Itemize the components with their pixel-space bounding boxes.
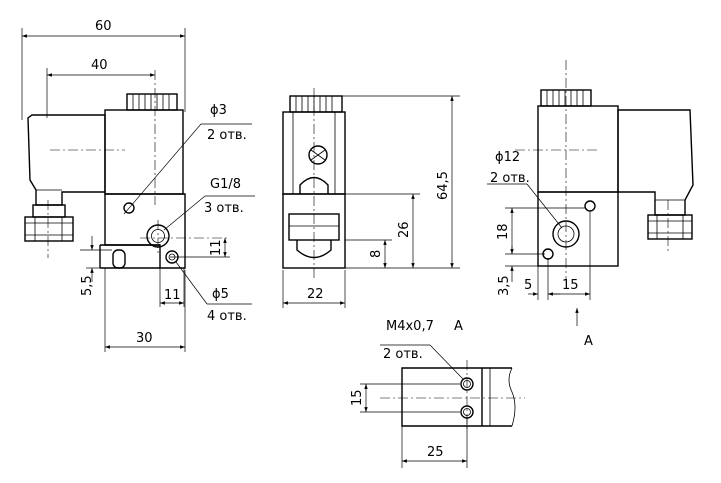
callout-phi3-qty: 2 отв. (207, 128, 247, 143)
callout-g18: G1/8 (210, 177, 241, 192)
rear-view (515, 60, 694, 280)
rear-hole-top (584, 200, 596, 212)
rear-view-dims: 18 3,5 5 15 ϕ12 2 отв. A (487, 150, 593, 349)
rear-connector-plug (617, 109, 694, 216)
view-a-label: A (454, 319, 463, 334)
front-view (24, 70, 230, 269)
callout-m4: M4x0,7 (386, 319, 434, 334)
view-a: A 15 25 M4x0,7 2 отв. (350, 319, 525, 468)
dim-60: 60 (95, 19, 112, 34)
dim-30: 30 (136, 331, 153, 346)
knurled-nut (126, 93, 178, 111)
callout-m4-qty: 2 отв. (383, 347, 423, 362)
connector-plug (27, 114, 106, 206)
rear-coil-housing (537, 105, 619, 193)
dim-40: 40 (91, 58, 108, 73)
dim-64-5: 64,5 (436, 171, 451, 200)
coil-housing (104, 109, 184, 195)
side-view (282, 88, 346, 278)
dim-8: 8 (369, 250, 384, 258)
dim-11-vertical: 11 (209, 239, 224, 256)
dim-5: 5 (524, 278, 532, 293)
dim-3-5: 3,5 (497, 275, 512, 296)
callout-phi12: ϕ12 (495, 150, 520, 165)
hole-phi3 (123, 202, 135, 214)
callout-phi5-qty: 4 отв. (207, 309, 247, 324)
side-view-dims: 22 8 26 64,5 (282, 95, 460, 308)
cable-nut (24, 216, 74, 242)
callout-g18-qty: 3 отв. (204, 201, 244, 216)
screw-head (308, 145, 328, 165)
rear-cable-nut (647, 214, 693, 240)
dim-26: 26 (397, 221, 412, 238)
dim-15-view-a: 15 (350, 389, 365, 406)
callout-phi3: ϕ3 (210, 103, 227, 118)
dim-25: 25 (427, 445, 444, 460)
cable-gland (32, 204, 66, 218)
dim-15-rear: 15 (562, 278, 579, 293)
dim-11-horizontal: 11 (164, 288, 181, 303)
callout-phi12-qty: 2 отв. (490, 171, 530, 186)
view-arrow-a: A (584, 334, 593, 349)
dim-5-5: 5,5 (80, 275, 95, 296)
dim-18: 18 (496, 223, 511, 240)
rear-valve-body (537, 191, 619, 267)
front-view-dims: 60 40 30 11 11 5,5 ϕ3 2 отв. G1/8 3 отв. (21, 19, 255, 352)
dim-22: 22 (307, 287, 324, 302)
view-a-body (401, 367, 512, 427)
side-knurled-nut (289, 95, 343, 113)
callout-phi5: ϕ5 (212, 287, 229, 302)
